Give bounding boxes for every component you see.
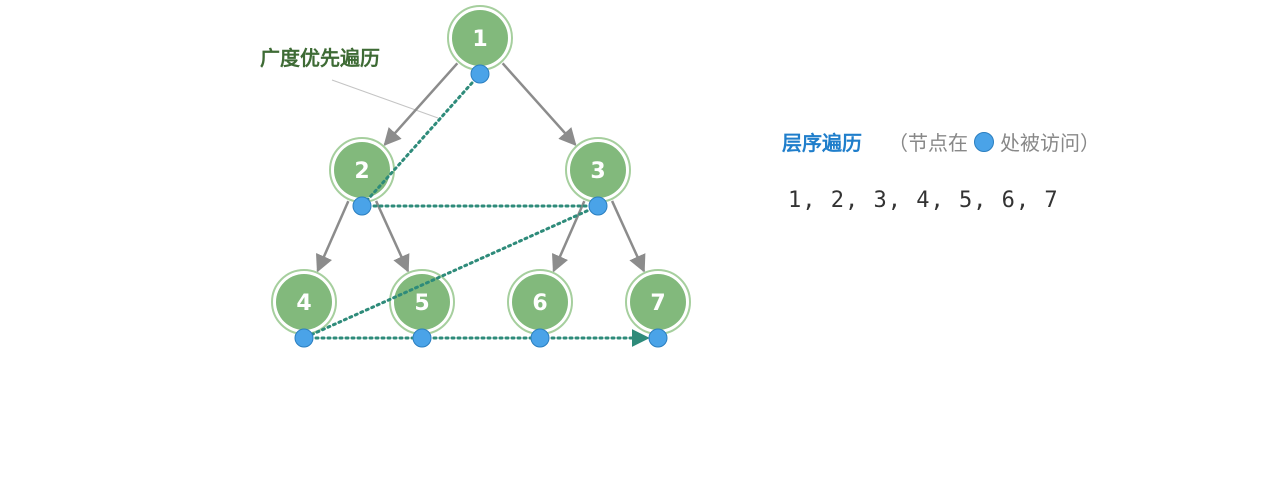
tree-node-7: 7 — [625, 269, 691, 335]
legend-close-text: 处被访问） — [1000, 131, 1100, 155]
node-circle — [512, 274, 568, 330]
node-label: 6 — [532, 291, 547, 316]
edge-3-6 — [552, 200, 586, 273]
node-circle — [630, 274, 686, 330]
tree-edges — [316, 62, 646, 273]
node-circle — [276, 274, 332, 330]
visit-dot-1 — [470, 64, 490, 84]
visit-dot-5 — [412, 328, 432, 348]
node-label: 2 — [354, 159, 369, 184]
node-label: 7 — [650, 291, 665, 316]
node-label: 4 — [296, 291, 311, 316]
node-label: 3 — [590, 159, 605, 184]
edge-1-2 — [383, 62, 459, 146]
visit-dot-7 — [648, 328, 668, 348]
bfs-label-pointer — [331, 79, 439, 119]
visit-markers — [294, 64, 668, 348]
traversal-step-3-4 — [302, 204, 600, 340]
legend: 层序遍历 （节点在 处被访问） — [782, 127, 1100, 156]
tree-node-2: 2 — [329, 137, 395, 203]
tree-node-4: 4 — [271, 269, 337, 335]
edge-1-3 — [501, 62, 577, 146]
visit-dot-4 — [294, 328, 314, 348]
node-label: 1 — [472, 27, 487, 52]
tree-node-5: 5 — [389, 269, 455, 335]
traversal-step-1-2 — [360, 72, 482, 208]
visit-dot-2 — [352, 196, 372, 216]
tree-node-3: 3 — [565, 137, 631, 203]
visit-dot-3 — [588, 196, 608, 216]
node-circle — [452, 10, 508, 66]
node-circle — [570, 142, 626, 198]
visit-dot-6 — [530, 328, 550, 348]
legend-open-text: （节点在 — [888, 131, 968, 155]
edge-2-5 — [374, 200, 410, 273]
legend-title: 层序遍历 — [782, 131, 862, 155]
edge-2-4 — [316, 200, 350, 273]
traversal-sequence: 1, 2, 3, 4, 5, 6, 7 — [788, 188, 1059, 213]
visit-dot-icon — [974, 131, 994, 152]
node-circle — [334, 142, 390, 198]
tree-node-6: 6 — [507, 269, 573, 335]
edge-3-7 — [610, 200, 646, 273]
bfs-label: 广度优先遍历 — [260, 46, 380, 70]
node-circle — [394, 274, 450, 330]
tree-node-1: 1 — [447, 5, 513, 71]
node-label: 5 — [414, 291, 429, 316]
bfs-traversal-path — [302, 72, 650, 347]
